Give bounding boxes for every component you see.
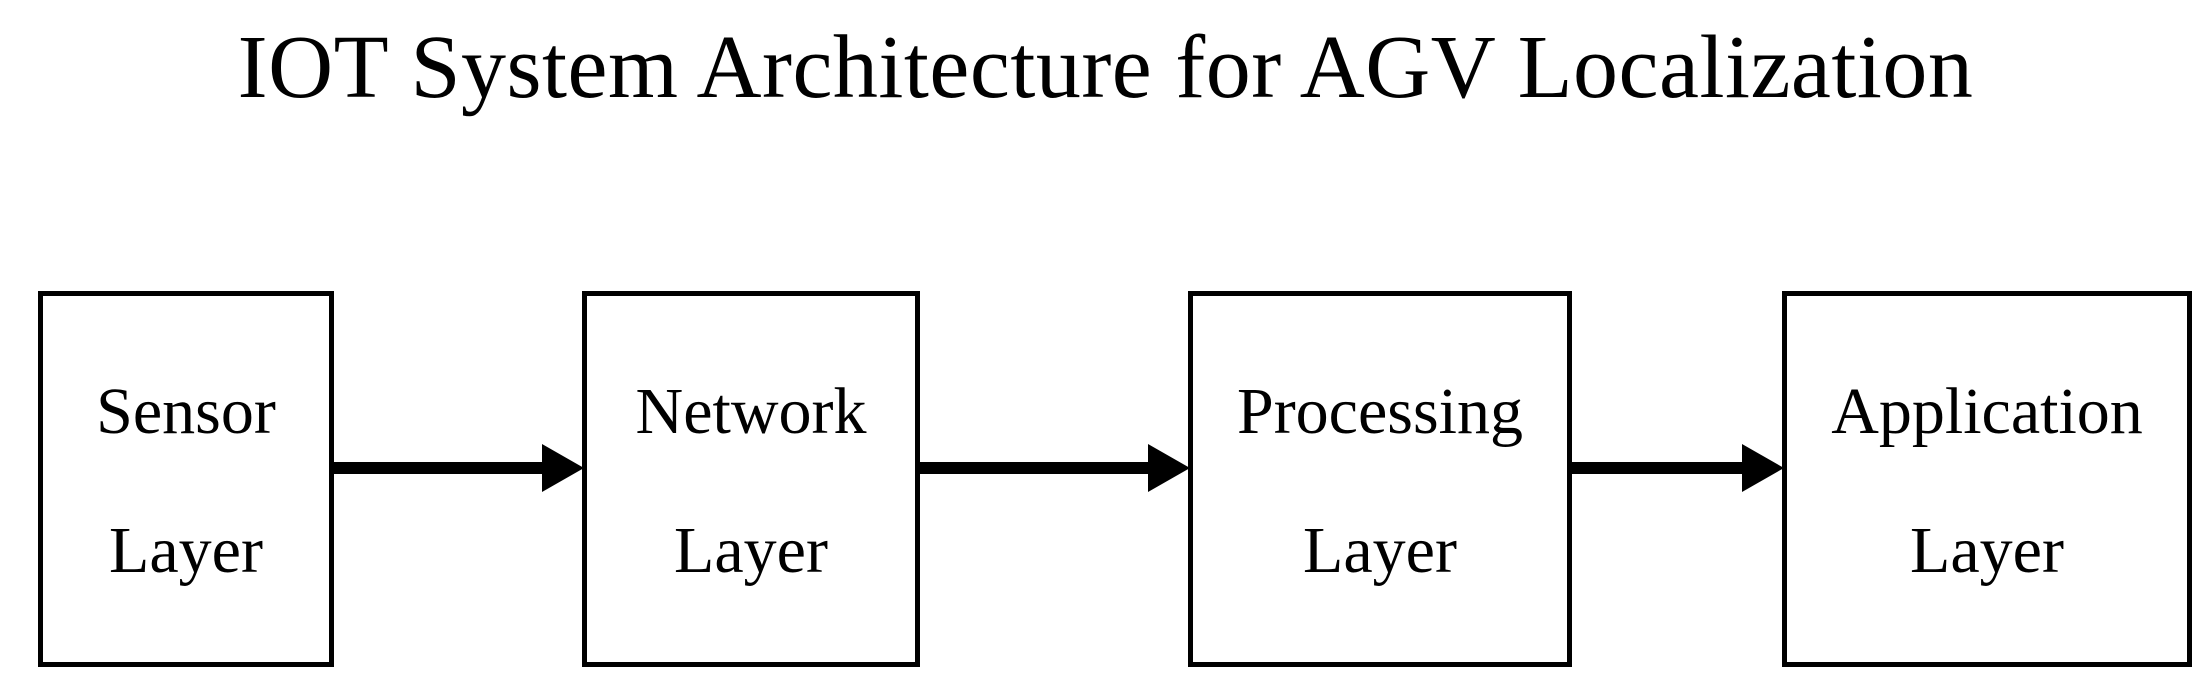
- layer-node-application-line2: Layer: [1910, 514, 2064, 587]
- layer-node-network-line2: Layer: [674, 514, 828, 587]
- layer-node-processing-line2: Layer: [1303, 514, 1457, 587]
- arrow-right-icon: [334, 444, 584, 492]
- arrow-right-icon: [920, 444, 1190, 492]
- arrow-right-icon-network-to-processing: [920, 443, 1190, 493]
- layer-node-processing[interactable]: Processing Layer: [1188, 291, 1572, 667]
- page-title: IOT System Architecture for AGV Localiza…: [237, 18, 1974, 117]
- layer-node-sensor-line1: Sensor: [96, 375, 276, 448]
- layer-node-sensor-line2: Layer: [109, 514, 263, 587]
- arrow-right-icon-processing-to-application: [1572, 443, 1784, 493]
- layer-node-application-line1: Application: [1831, 375, 2143, 448]
- layer-node-sensor[interactable]: Sensor Layer: [38, 291, 334, 667]
- layer-node-network[interactable]: Network Layer: [582, 291, 920, 667]
- layer-node-network-line1: Network: [635, 375, 867, 448]
- layer-node-processing-line1: Processing: [1237, 375, 1523, 448]
- arrow-right-icon: [1572, 444, 1784, 492]
- arrow-right-icon-sensor-to-network: [334, 443, 584, 493]
- layer-node-application[interactable]: Application Layer: [1782, 291, 2192, 667]
